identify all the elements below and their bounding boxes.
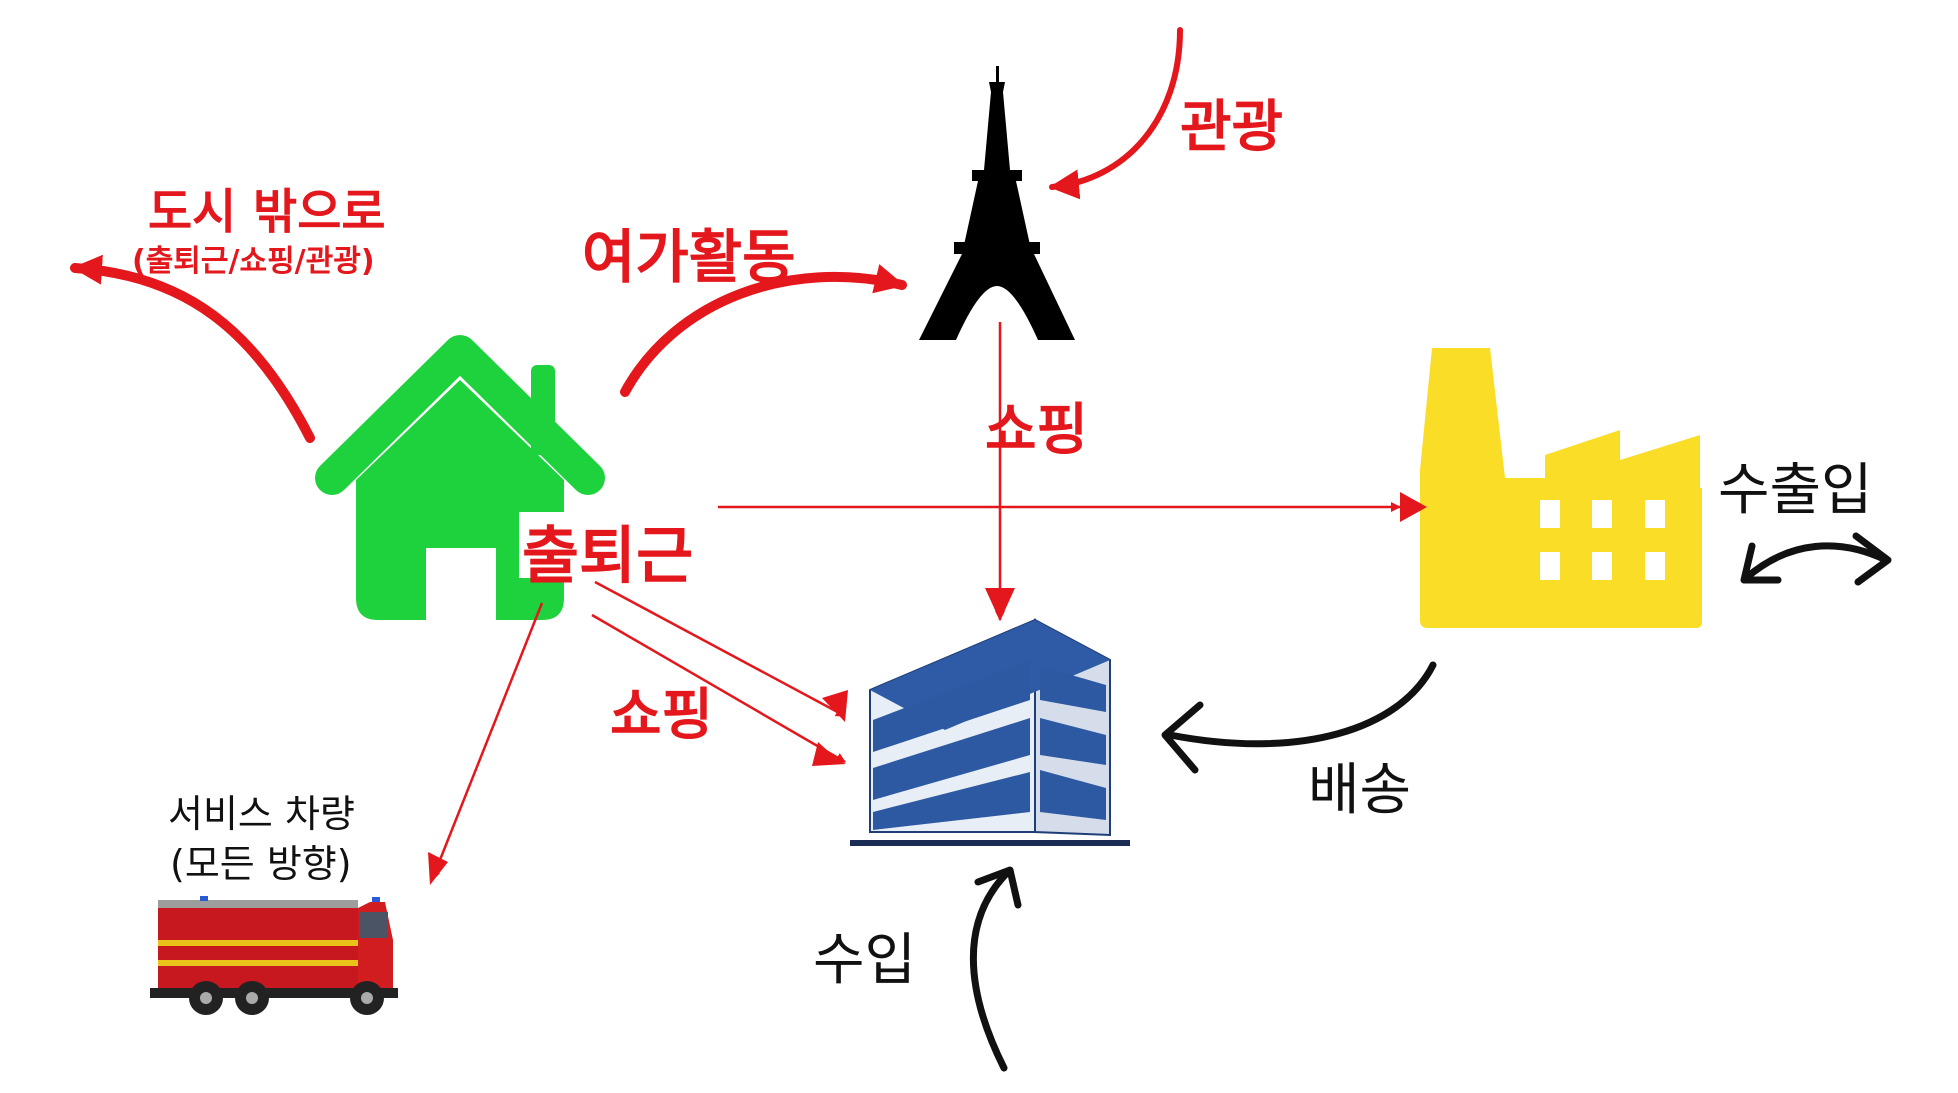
factory-icon [1420, 348, 1702, 628]
label-import-export: 수출입 [1718, 445, 1873, 526]
label-leisure: 여가활동 [582, 210, 795, 294]
label-shopping-home: 쇼핑 [610, 670, 713, 751]
arrow-leisure [625, 277, 902, 392]
arrow-import [973, 872, 1008, 1068]
label-outside-city-sub: (출퇴근/쇼핑/관광) [132, 236, 375, 280]
arrow-outside-city [75, 268, 310, 438]
eiffel-tower-icon [919, 66, 1075, 340]
label-shopping-tower: 쇼핑 [985, 385, 1088, 466]
office-building-icon [850, 620, 1130, 846]
fire-truck-icon [150, 896, 398, 1015]
label-service-vehicle-sub: (모든 방향) [170, 833, 352, 888]
label-outside-city: 도시 밖으로 [148, 172, 386, 242]
label-tourism: 관광 [1180, 82, 1283, 163]
label-commute: 출퇴근 [522, 505, 693, 595]
arrow-import-export-head-right [1856, 536, 1888, 582]
arrow-delivery [1170, 665, 1433, 744]
label-delivery: 배송 [1308, 745, 1411, 826]
label-import: 수입 [813, 915, 916, 996]
arrow-service-vehicle [432, 603, 542, 880]
label-service-vehicle: 서비스 차량 [168, 783, 355, 838]
arrow-tourism [1052, 30, 1180, 187]
